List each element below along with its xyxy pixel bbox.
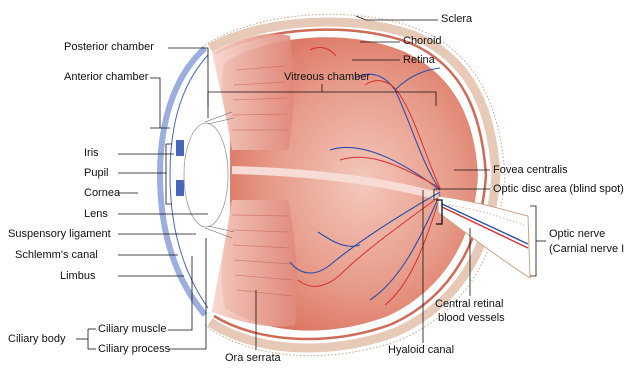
label-iris: Iris — [84, 147, 99, 160]
pupil-gap — [178, 156, 183, 180]
label-fovea-centralis: Fovea centralis — [493, 164, 568, 177]
label-anterior-chamber: Anterior chamber — [64, 71, 148, 84]
label-ciliary-body: Ciliary body — [8, 333, 65, 346]
iris-lower — [176, 180, 184, 196]
label-schlemms-canal: Schlemm's canal — [15, 249, 98, 262]
label-ora-serrata: Ora serrata — [225, 352, 281, 365]
label-limbus: Limbus — [60, 270, 95, 283]
label-central-retinal-vessels: Central retinal — [435, 298, 503, 311]
label-ciliary-process: Ciliary process — [98, 343, 170, 356]
label-optic-nerve-sub: (Carnial nerve II) — [549, 243, 624, 256]
label-optic-disc: Optic disc area (blind spot) — [493, 183, 624, 196]
label-sclera: Sclera — [441, 13, 472, 26]
label-choroid: Choroid — [403, 35, 442, 48]
label-lens: Lens — [84, 208, 108, 221]
lens — [184, 123, 228, 227]
label-vitreous-chamber: Vitreous chamber — [284, 71, 370, 84]
iris-upper — [176, 140, 184, 156]
label-retina: Retina — [403, 54, 435, 67]
label-optic-nerve: Optic nerve — [549, 228, 605, 241]
label-cornea: Cornea — [84, 187, 120, 200]
label-ciliary-muscle: Ciliary muscle — [98, 323, 166, 336]
label-pupil: Pupil — [84, 167, 108, 180]
label-central-retinal-vessels-sub: blood vessels — [438, 312, 505, 325]
label-posterior-chamber: Posterior chamber — [64, 41, 154, 54]
label-hyaloid-canal: Hyaloid canal — [388, 344, 454, 357]
label-suspensory-ligament: Suspensory ligament — [8, 228, 111, 241]
